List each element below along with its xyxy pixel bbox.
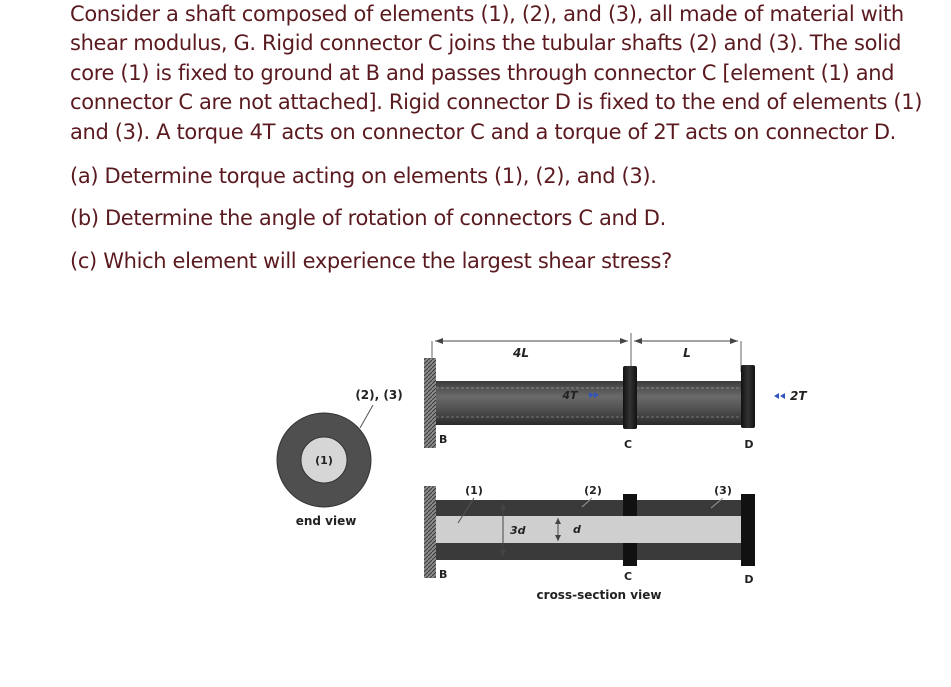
question-a: (a) Determine torque acting on elements … <box>70 164 657 189</box>
section-label-1: (1) <box>465 484 483 497</box>
torque-2T-arrow <box>774 393 785 399</box>
tube-2 <box>436 381 623 425</box>
section-core-1 <box>436 516 741 543</box>
section-wall-b <box>424 486 436 578</box>
torque-2T-label: 2T <box>790 389 807 403</box>
question-c: (c) Which element will experience the la… <box>70 248 672 273</box>
dim-4L-label: 4L <box>512 346 529 360</box>
section-connector-d <box>741 494 755 566</box>
dim-L-label: L <box>683 346 691 360</box>
problem-statement: Consider a shaft composed of elements (1… <box>70 0 945 276</box>
shaft-section-view: (1) (2) (3) 3d d B C D cross-section vie… <box>424 484 755 602</box>
torque-4T-arrow <box>589 392 599 398</box>
dim-3d-label: 3d <box>510 524 526 537</box>
section-label-b: B <box>439 568 447 581</box>
core-circle <box>300 436 348 484</box>
fixed-wall-b <box>424 358 436 448</box>
section-caption: cross-section view <box>537 588 662 602</box>
end-view-caption: end view <box>296 514 357 528</box>
section-connector-c-bore <box>623 516 637 543</box>
section-label-2: (2) <box>584 484 602 497</box>
connector-c <box>623 366 637 429</box>
question-b: (b) Determine the angle of rotation of c… <box>70 206 666 231</box>
connector-d <box>741 365 755 428</box>
end-outer-leader <box>359 404 374 429</box>
section-label-d: D <box>744 573 753 586</box>
section-label-3: (3) <box>714 484 732 497</box>
problem-intro: Consider a shaft composed of elements (1… <box>70 2 923 144</box>
top-label-d: D <box>744 438 753 451</box>
end-outer-label: (2), (3) <box>355 388 402 402</box>
top-label-c: C <box>624 438 632 451</box>
shaft-top-view: 4L L 4T 2T B C D <box>424 333 807 451</box>
torque-4T-label: 4T <box>561 389 579 402</box>
section-label-c: C <box>624 570 632 583</box>
top-label-b: B <box>439 433 447 446</box>
end-core-label: (1) <box>315 454 333 467</box>
dim-d-label: d <box>573 523 581 536</box>
end-view: (1) (2), (3) end view <box>276 388 403 528</box>
